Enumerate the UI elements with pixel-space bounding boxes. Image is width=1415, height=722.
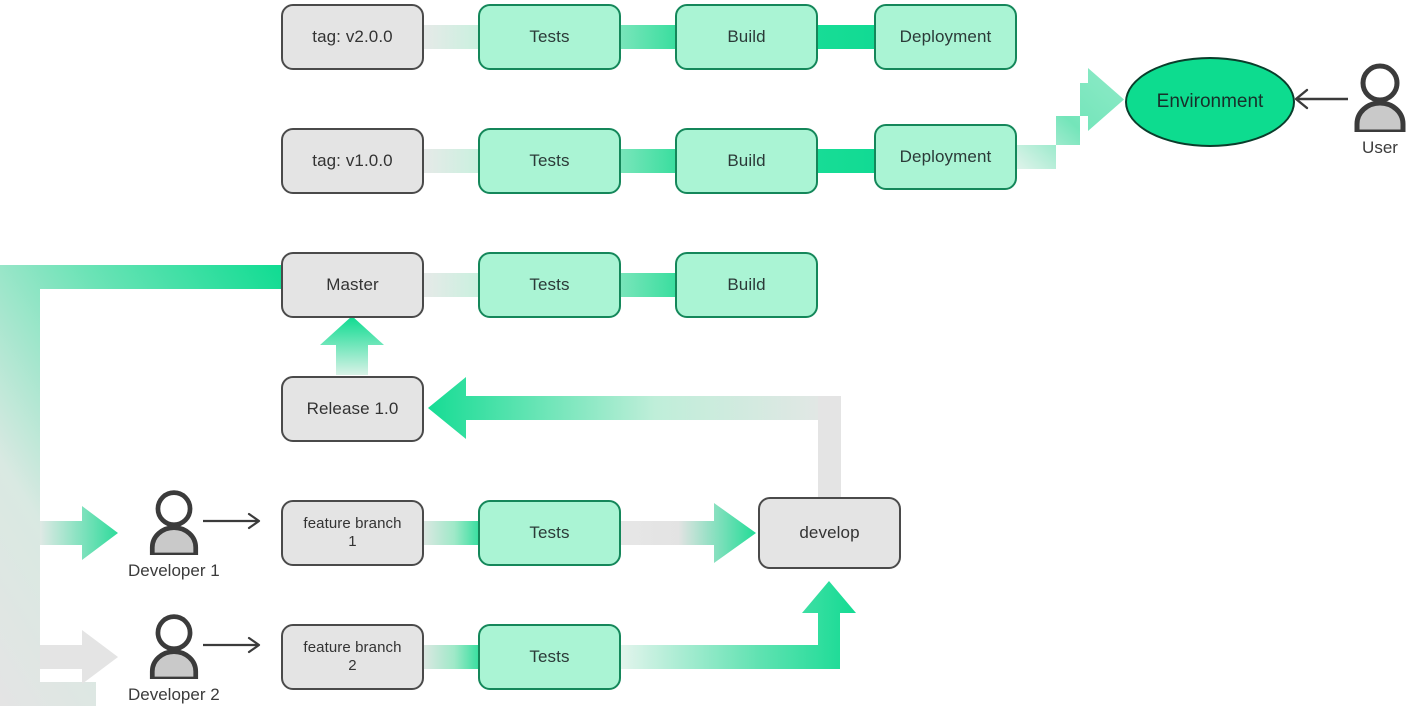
pipe-develop-to-release-vertical [818,396,841,500]
arrow-developer2-to-feature2 [203,636,261,654]
actor-label: User [1362,138,1398,157]
ribbon-build-to-deployment-r2 [812,149,880,173]
node-label: tag: v1.0.0 [312,150,393,170]
arrow-user-to-environment [1294,88,1348,110]
node-tests-master[interactable]: Tests [478,252,621,318]
actor-label: Developer 1 [128,561,220,580]
node-label-line1: feature branch [303,639,402,657]
node-label: Tests [529,274,570,294]
node-label: Master [326,274,379,294]
ribbon-build-to-deployment-r1 [812,25,880,49]
node-tests-tag-v1[interactable]: Tests [478,128,621,194]
node-tests-tag-v2[interactable]: Tests [478,4,621,70]
node-master[interactable]: Master [281,252,424,318]
arrow-branch-to-developer-1 [40,506,118,560]
node-label: tag: v2.0.0 [312,26,393,46]
node-develop[interactable]: develop [758,497,901,569]
node-feature-branch-2[interactable]: feature branch 2 [281,624,424,690]
user-icon [1354,63,1406,132]
ribbon-master-to-tests [418,273,484,297]
ribbon-tagv1-to-tests [418,149,484,173]
node-label: Tests [529,646,570,666]
arrow-develop-to-release [428,377,841,439]
arrow-feature2-tests-to-develop [615,581,856,669]
node-label: Environment [1156,91,1264,112]
node-tag-v2-0-0[interactable]: tag: v2.0.0 [281,4,424,70]
arrow-branch-to-developer-2 [40,630,118,684]
node-label-line1: feature branch [303,515,402,533]
arrow-developer1-to-feature1 [203,512,261,530]
node-label: Tests [529,522,570,542]
arrow-deployment-to-environment [1010,68,1124,169]
user-icon [149,490,198,555]
actor-developer-1[interactable]: Developer 1 [128,487,220,581]
ribbon-tests-to-build-r1 [615,25,681,49]
actor-user[interactable]: User [1350,60,1410,158]
node-tests-feature-1[interactable]: Tests [478,500,621,566]
node-deployment-tag-v1[interactable]: Deployment [874,124,1017,190]
node-label-line2: 2 [348,657,357,674]
arrow-tests-to-develop [615,503,756,563]
node-label: Build [727,150,766,170]
node-release-1-0[interactable]: Release 1.0 [281,376,424,442]
node-build-tag-v1[interactable]: Build [675,128,818,194]
node-environment[interactable]: Environment [1125,57,1295,147]
node-feature-branch-1[interactable]: feature branch 1 [281,500,424,566]
node-label: Release 1.0 [306,398,399,418]
node-tests-feature-2[interactable]: Tests [478,624,621,690]
node-label: Build [727,274,766,294]
node-build-master[interactable]: Build [675,252,818,318]
ribbon-tests-to-build-r2 [615,149,681,173]
node-label: Build [727,26,766,46]
user-icon [149,614,198,679]
arrow-release-to-master [320,316,384,375]
node-label: Deployment [899,146,992,166]
node-label: Tests [529,26,570,46]
node-label: Deployment [899,26,992,46]
ribbon-feature2-to-tests [418,645,484,669]
node-deployment-tag-v2[interactable]: Deployment [874,4,1017,70]
actor-developer-2[interactable]: Developer 2 [128,611,220,705]
node-label: Tests [529,150,570,170]
node-build-tag-v2[interactable]: Build [675,4,818,70]
node-tag-v1-0-0[interactable]: tag: v1.0.0 [281,128,424,194]
pipe-master-to-developers [0,265,281,706]
ribbon-tagv2-to-tests [418,25,484,49]
ribbon-feature1-to-tests [418,521,484,545]
node-label: develop [799,522,860,542]
node-label-line2: 1 [348,533,357,550]
actor-label: Developer 2 [128,685,220,704]
ribbon-tests-to-build-r3 [615,273,681,297]
